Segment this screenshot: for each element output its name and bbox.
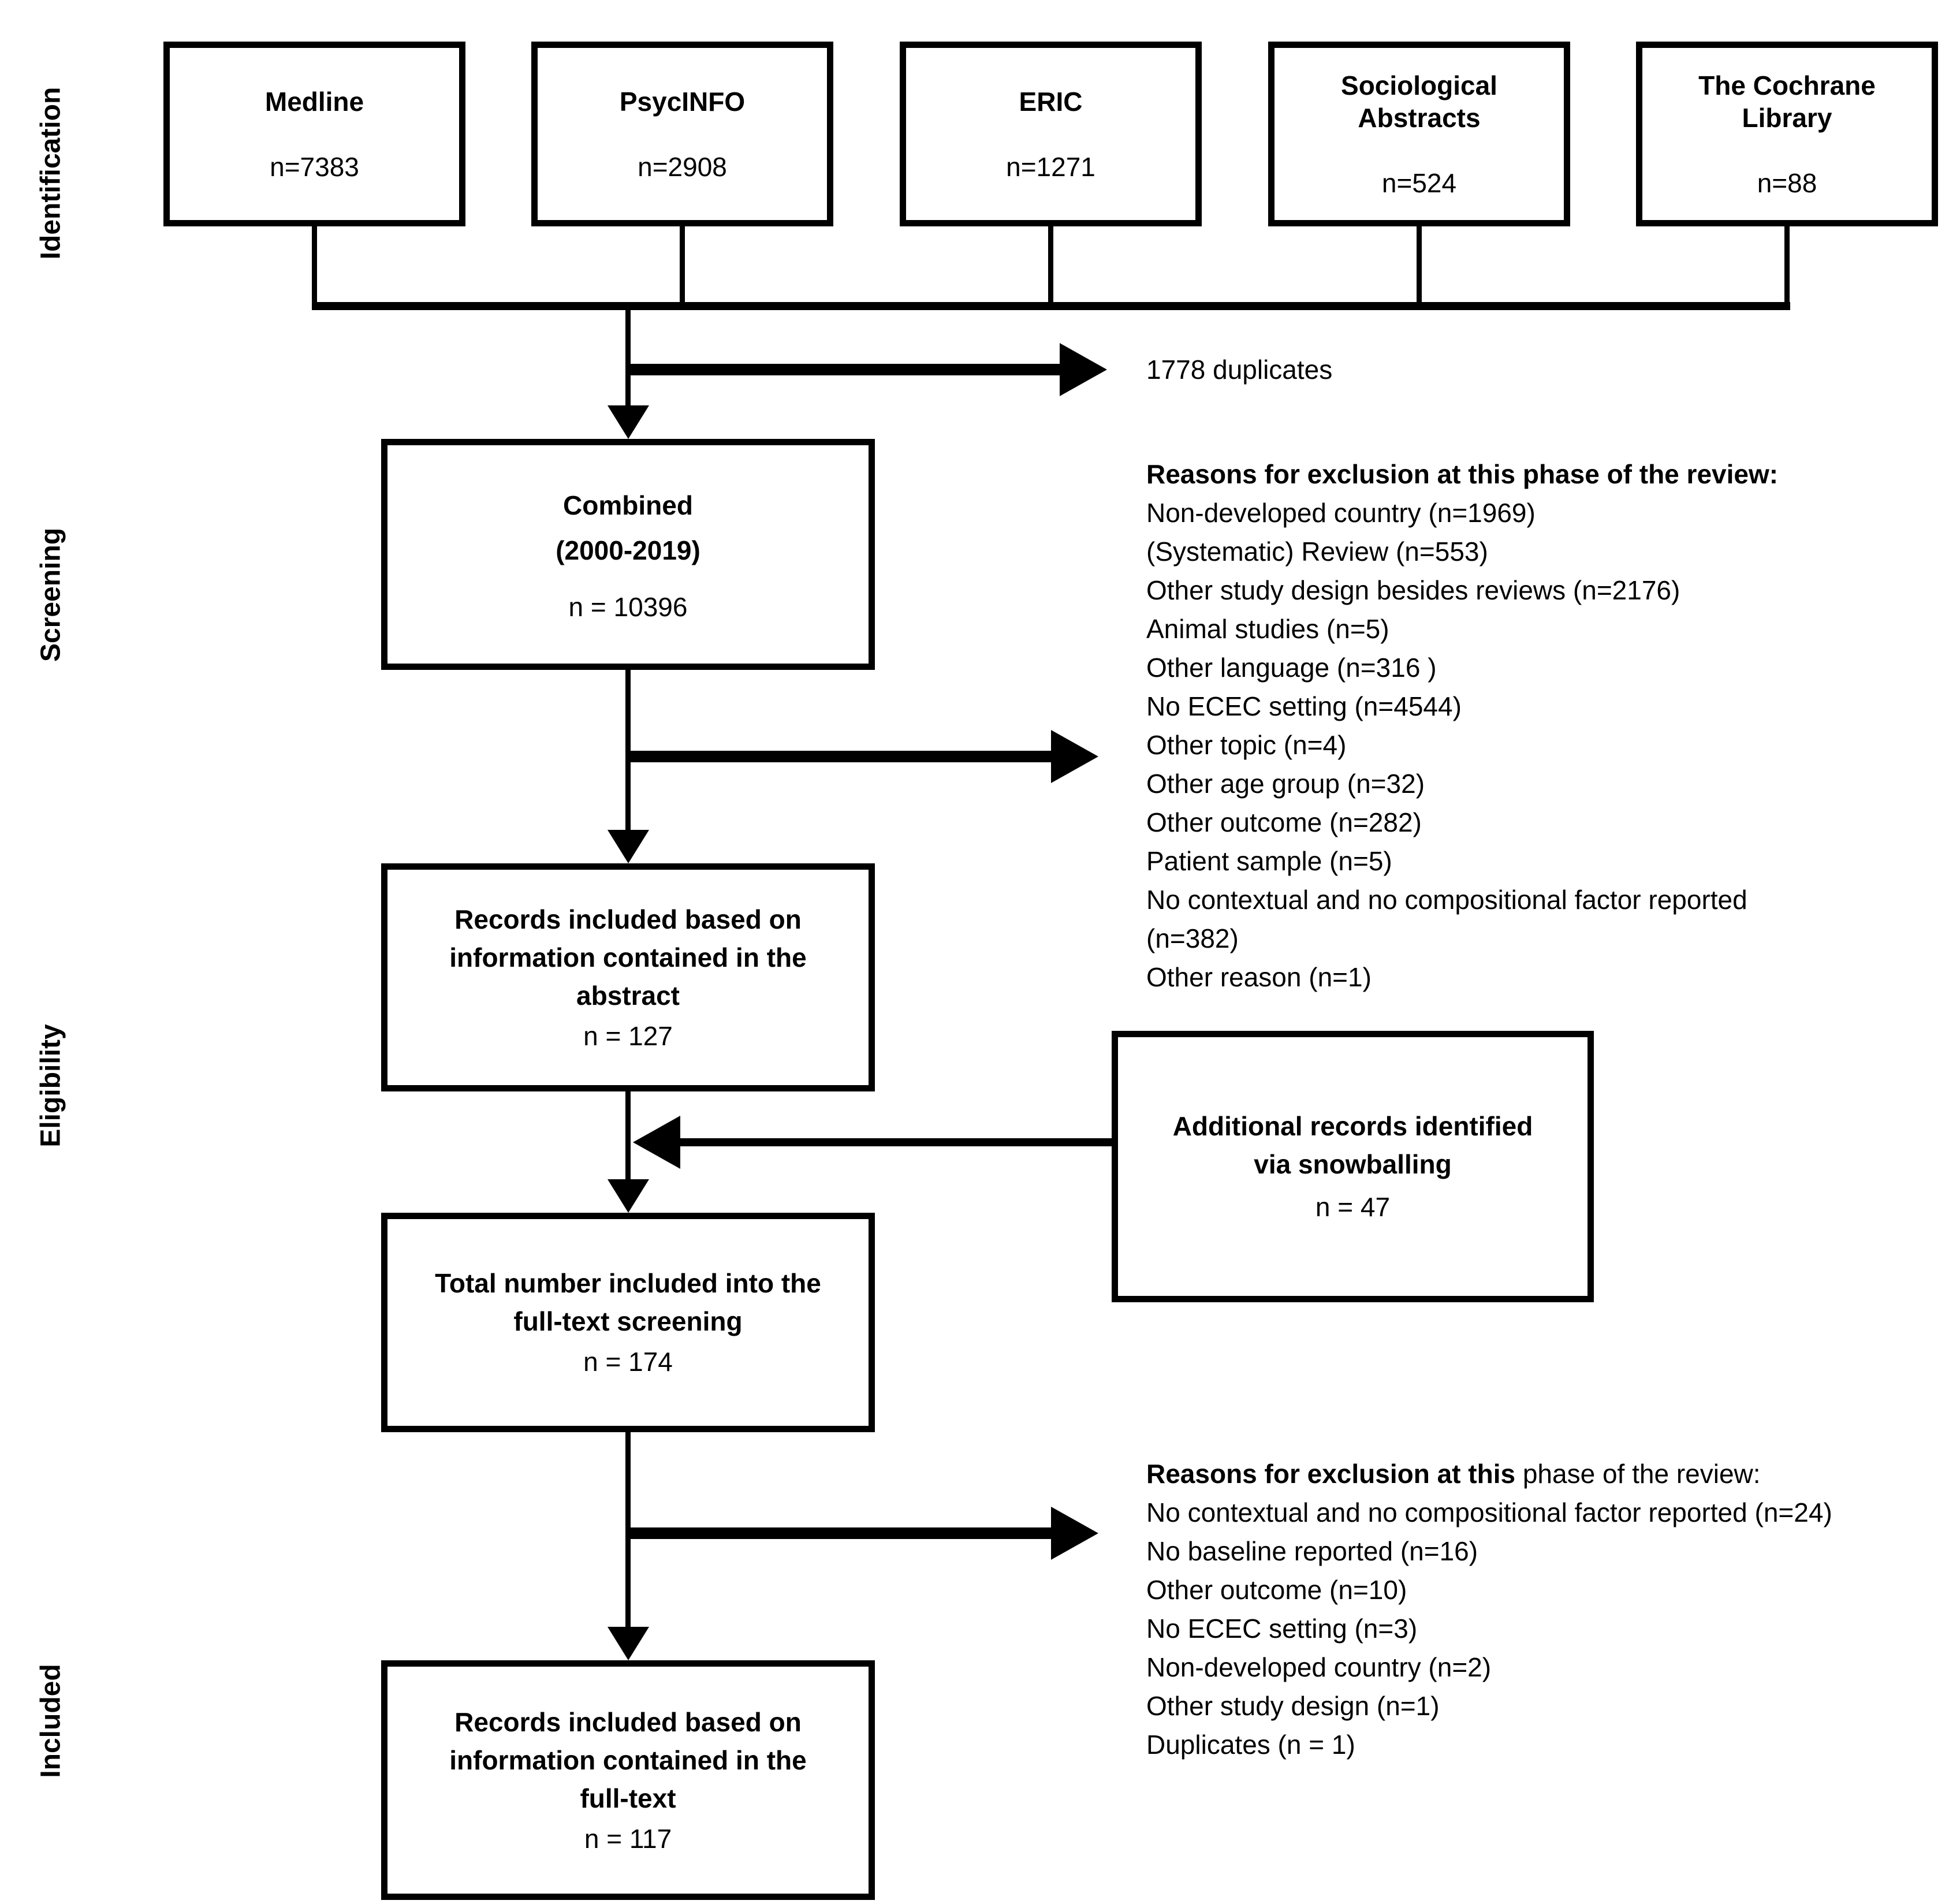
- exclusion1-item: Patient sample (n=5): [1146, 846, 1392, 876]
- exclusion2-arrow-shaft: [628, 1527, 1051, 1539]
- source-box-psycinfo: PsycINFO n=2908: [531, 42, 833, 226]
- source-stub-line: [1784, 226, 1790, 302]
- exclusion-list-2: Reasons for exclusion at this phase of t…: [1146, 1455, 1832, 1764]
- included-box-line2: information contained in the: [449, 1745, 807, 1775]
- exclusion1-header: Reasons for exclusion at this phase of t…: [1146, 459, 1779, 489]
- exclusion1-arrow-shaft: [628, 751, 1051, 762]
- included-box-line3: full-text: [580, 1783, 676, 1813]
- source-box-medline: Medline n=7383: [163, 42, 465, 226]
- source-name: Sociological Abstracts: [1341, 70, 1497, 133]
- exclusion1-arrowhead: [1051, 730, 1098, 783]
- exclusion1-item: (Systematic) Review (n=553): [1146, 536, 1488, 567]
- combined-count: n = 10396: [568, 592, 688, 622]
- included-box-count: n = 117: [584, 1823, 672, 1854]
- source-box-eric: ERIC n=1271: [900, 42, 1202, 226]
- abstract-records-box: Records included based on information co…: [381, 863, 875, 1091]
- combined-box: Combined (2000-2019) n = 10396: [381, 439, 875, 670]
- exclusion1-item: Animal studies (n=5): [1146, 614, 1389, 644]
- source-stub-line: [680, 226, 685, 302]
- source-count: n=2908: [638, 152, 727, 182]
- fulltext-box-count: n = 174: [583, 1347, 673, 1377]
- flow-line-3: [625, 1091, 631, 1181]
- snowballing-arrowhead: [633, 1116, 680, 1169]
- snowballing-count: n = 47: [1315, 1192, 1391, 1222]
- exclusion2-header-rest: phase of the review:: [1515, 1459, 1761, 1489]
- arrowhead-down-to-fulltext: [608, 1179, 649, 1213]
- duplicates-arrow-shaft: [628, 364, 1060, 375]
- exclusion2-header-bold: Reasons for exclusion at this: [1146, 1459, 1516, 1489]
- arrowhead-down-to-abstract: [608, 830, 649, 863]
- flow-line-1: [625, 306, 631, 407]
- abstract-box-line3: abstract: [576, 980, 680, 1011]
- exclusion2-item: Duplicates (n = 1): [1146, 1730, 1355, 1760]
- source-name: Medline: [264, 87, 364, 117]
- arrowhead-down-to-included: [608, 1627, 649, 1660]
- exclusion1-item: No contextual and no compositional facto…: [1146, 885, 1747, 915]
- exclusion2-header: Reasons for exclusion at this phase of t…: [1146, 1455, 1832, 1493]
- source-name: ERIC: [1019, 87, 1083, 117]
- stage-label-screening: Screening: [35, 527, 66, 662]
- duplicates-arrowhead: [1060, 343, 1107, 396]
- exclusion2-item: Other study design (n=1): [1146, 1691, 1440, 1721]
- exclusion1-item: (n=382): [1146, 923, 1239, 953]
- source-box-sociological-abstracts: Sociological Abstracts n=524: [1268, 42, 1570, 226]
- exclusion2-arrowhead: [1051, 1507, 1098, 1560]
- stage-label-identification: Identification: [35, 87, 66, 260]
- exclusion2-item: Other outcome (n=10): [1146, 1575, 1407, 1605]
- source-count: n=524: [1381, 168, 1457, 198]
- source-name: The Cochrane Library: [1698, 70, 1876, 133]
- arrowhead-down-to-combined: [608, 405, 649, 439]
- snowballing-line2: via snowballing: [1254, 1149, 1452, 1179]
- exclusion2-item: No contextual and no compositional facto…: [1146, 1497, 1832, 1527]
- abstract-box-line1: Records included based on: [454, 904, 802, 934]
- included-records-box: Records included based on information co…: [381, 1660, 875, 1900]
- combined-title-line1: Combined: [563, 490, 693, 520]
- exclusion1-item: Other reason (n=1): [1146, 962, 1372, 992]
- stage-label-eligibility: Eligibility: [35, 1024, 66, 1147]
- source-stub-line: [1417, 226, 1422, 302]
- snowballing-arrow-shaft: [676, 1138, 1112, 1146]
- source-count: n=1271: [1006, 152, 1095, 182]
- exclusion2-item: No baseline reported (n=16): [1146, 1536, 1478, 1566]
- source-count: n=88: [1757, 168, 1817, 198]
- exclusion2-item: No ECEC setting (n=3): [1146, 1614, 1418, 1644]
- exclusion1-item: Other age group (n=32): [1146, 769, 1425, 799]
- abstract-box-count: n = 127: [583, 1020, 673, 1051]
- exclusion1-item: Other language (n=316 ): [1146, 653, 1437, 683]
- source-box-cochrane-library: The Cochrane Library n=88: [1636, 42, 1938, 226]
- duplicates-note: 1778 duplicates: [1146, 355, 1333, 385]
- source-stub-line: [312, 226, 317, 302]
- collector-line: [312, 302, 1790, 310]
- exclusion1-item: Non-developed country (n=1969): [1146, 498, 1536, 528]
- combined-title-line2: (2000-2019): [556, 535, 700, 565]
- source-stub-line: [1048, 226, 1053, 302]
- abstract-box-line2: information contained in the: [449, 942, 807, 973]
- exclusion1-item: Other outcome (n=282): [1146, 807, 1422, 837]
- exclusion1-item: No ECEC setting (n=4544): [1146, 691, 1462, 721]
- fulltext-box-line1: Total number included into the: [435, 1268, 821, 1298]
- exclusion1-item: Other study design besides reviews (n=21…: [1146, 575, 1680, 605]
- source-name: PsycINFO: [619, 87, 746, 117]
- fulltext-screening-box: Total number included into the full-text…: [381, 1213, 875, 1432]
- snowballing-box: Additional records identified via snowba…: [1112, 1031, 1594, 1302]
- snowballing-line1: Additional records identified: [1172, 1111, 1533, 1141]
- exclusion-list-1: Reasons for exclusion at this phase of t…: [1146, 455, 1778, 997]
- exclusion1-item: Other topic (n=4): [1146, 730, 1347, 760]
- fulltext-box-line2: full-text screening: [513, 1306, 743, 1336]
- source-count: n=7383: [270, 152, 359, 182]
- exclusion2-item: Non-developed country (n=2): [1146, 1652, 1492, 1682]
- stage-label-included: Included: [35, 1664, 66, 1778]
- included-box-line1: Records included based on: [454, 1706, 802, 1737]
